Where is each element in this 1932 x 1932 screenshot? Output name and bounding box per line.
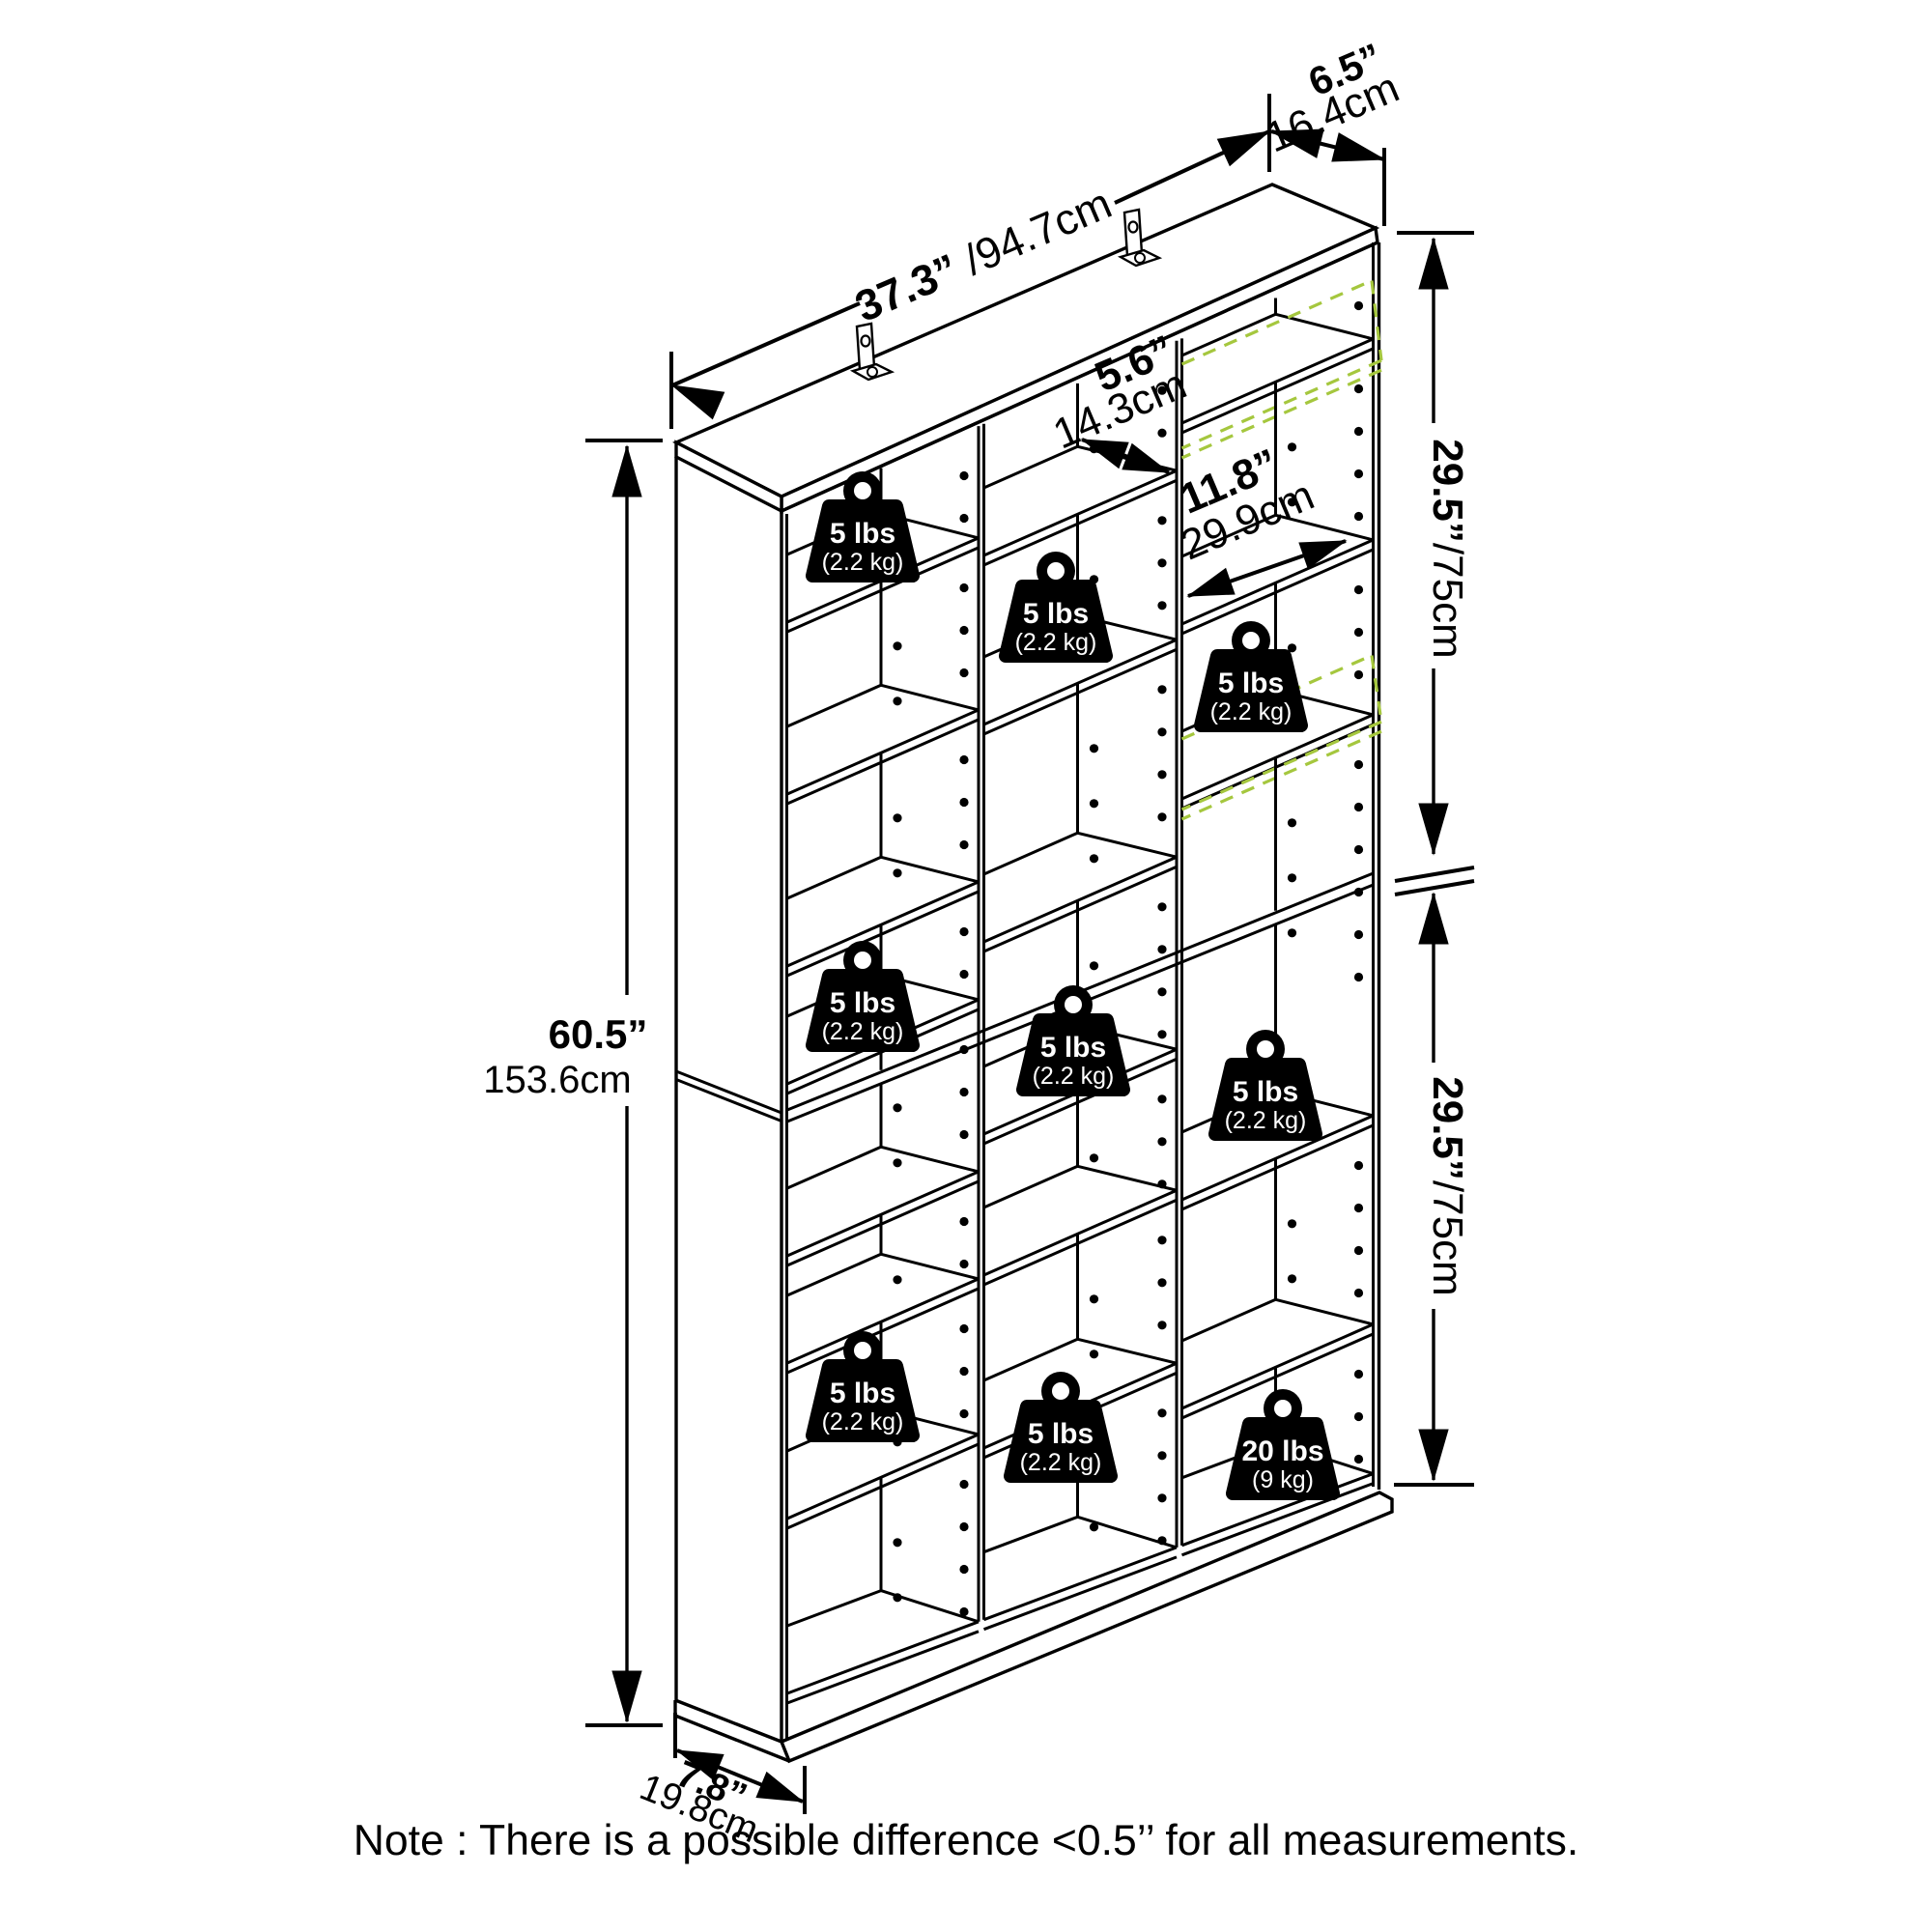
svg-text:5 lbs: 5 lbs xyxy=(1028,1418,1094,1450)
svg-text:29.5”/75cm: 29.5”/75cm xyxy=(1424,1076,1471,1295)
svg-text:5 lbs: 5 lbs xyxy=(1233,1076,1298,1108)
svg-text:5 lbs: 5 lbs xyxy=(1218,668,1284,699)
svg-text:20 lbs: 20 lbs xyxy=(1241,1435,1323,1467)
svg-text:5 lbs: 5 lbs xyxy=(1023,598,1089,630)
svg-text:(2.2 kg): (2.2 kg) xyxy=(822,1408,904,1435)
svg-text:(2.2 kg): (2.2 kg) xyxy=(822,1018,904,1045)
svg-text:5 lbs: 5 lbs xyxy=(830,1378,895,1409)
svg-text:5 lbs: 5 lbs xyxy=(830,987,895,1019)
svg-text:(2.2 kg): (2.2 kg) xyxy=(1033,1063,1115,1090)
svg-text:(2.2 kg): (2.2 kg) xyxy=(1225,1107,1307,1134)
svg-text:(9 kg): (9 kg) xyxy=(1252,1466,1314,1493)
svg-text:Note : There is a possible dif: Note : There is a possible difference <0… xyxy=(354,1817,1579,1864)
svg-text:5 lbs: 5 lbs xyxy=(830,518,895,550)
svg-text:(2.2 kg): (2.2 kg) xyxy=(1015,629,1097,656)
svg-text:(2.2 kg): (2.2 kg) xyxy=(1020,1449,1102,1476)
svg-text:(2.2 kg): (2.2 kg) xyxy=(1210,698,1293,725)
svg-text:(2.2 kg): (2.2 kg) xyxy=(822,549,904,576)
svg-text:29.5”/75cm: 29.5”/75cm xyxy=(1424,439,1471,658)
svg-text:60.5”: 60.5” xyxy=(549,1011,648,1057)
svg-text:5 lbs: 5 lbs xyxy=(1040,1032,1106,1064)
svg-text:153.6cm: 153.6cm xyxy=(483,1059,631,1101)
